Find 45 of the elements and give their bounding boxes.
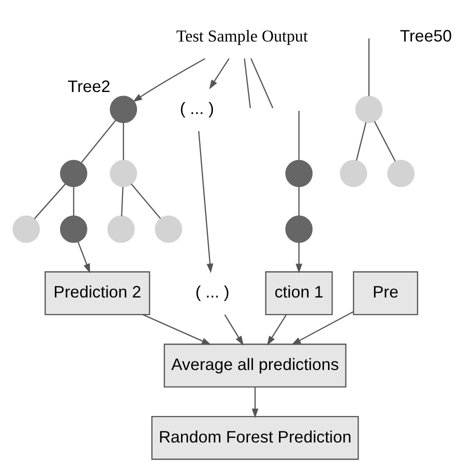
node-text: Test Sample Output [176,26,308,45]
node-circle [285,215,313,242]
node-text: ( ... ) [180,98,214,118]
arrow [252,386,258,418]
arrow [142,314,212,344]
node-circle [387,159,415,187]
connector [130,183,161,218]
node-circle [60,215,88,242]
node-circle [107,215,135,242]
node-box: ction 1 [265,270,333,315]
connector [244,58,251,108]
node-circle [154,215,182,242]
connector [368,38,370,96]
node-box: Random Forest Prediction [151,415,359,460]
connector [374,120,396,162]
connector [250,58,274,108]
connector [298,186,300,216]
node-text: ( ... ) [195,282,230,302]
node-circle [110,95,138,123]
connector [121,186,124,216]
node-circle [12,215,40,242]
node-box: Average all predictions [164,343,346,388]
node-circle [60,159,88,187]
connector [34,183,66,219]
connector [122,122,124,160]
connector [81,119,116,162]
node-circle [340,159,368,187]
arrow [198,130,214,273]
node-box: Prediction 2 [44,270,150,315]
arrow [266,314,287,345]
arrow [291,310,354,344]
arrow [132,58,206,102]
connector [73,186,74,216]
node-box: Pre [352,270,418,315]
node-circle [355,95,383,123]
node-circle [285,159,313,187]
node-circle [110,159,138,187]
arrow [296,242,302,273]
arrow [224,314,244,345]
node-label: Tree2 [68,76,110,96]
connector [356,122,367,160]
arrow [77,240,90,273]
label: Tree50 [400,26,452,45]
arrow [209,58,230,89]
connector [298,110,300,160]
